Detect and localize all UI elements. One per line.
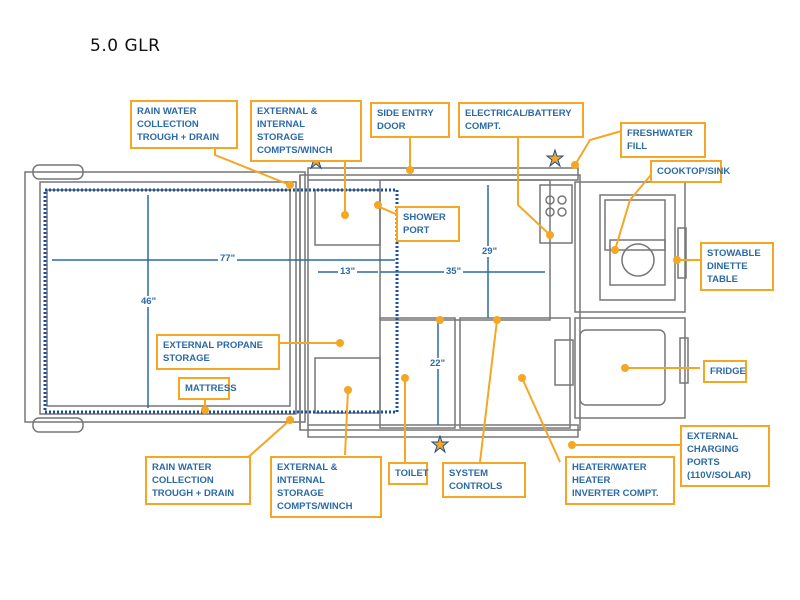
dimension-35: 35" — [444, 266, 464, 277]
label-heater: HEATER/WATER HEATER INVERTER COMPT. — [565, 456, 675, 505]
dimension-22: 22" — [428, 358, 448, 369]
label-system: SYSTEM CONTROLS — [442, 462, 526, 498]
label-shower: SHOWER PORT — [396, 206, 460, 242]
dimension-lines — [52, 185, 545, 425]
label-electrical: ELECTRICAL/BATTERY COMPT. — [458, 102, 584, 138]
dimension-29: 29" — [480, 246, 500, 257]
mattress-outline — [43, 188, 399, 414]
label-toilet: TOILET — [388, 462, 429, 485]
page-title: 5.0 GLR — [90, 36, 161, 56]
label-side-door: SIDE ENTRY DOOR — [370, 102, 450, 138]
leader-dots — [201, 161, 681, 449]
label-storage-bottom: EXTERNAL & INTERNAL STORAGE COMPTS/WINCH — [270, 456, 382, 518]
label-rain-bottom: RAIN WATER COLLECTION TROUGH + DRAIN — [145, 456, 251, 505]
label-freshwater: FRESHWATER FILL — [620, 122, 706, 158]
label-charging: EXTERNAL CHARGING PORTS (110V/SOLAR) — [680, 425, 770, 487]
label-mattress: MATTRESS — [178, 377, 237, 400]
dimension-13: 13" — [338, 266, 358, 277]
label-cooktop: COOKTOP/SINK — [650, 160, 730, 183]
label-propane: EXTERNAL PROPANE STORAGE — [156, 334, 280, 370]
trailer-outline — [24, 164, 689, 438]
leader-lines — [204, 125, 700, 463]
label-dinette: STOWABLE DINETTE TABLE — [700, 242, 774, 291]
label-storage-top: EXTERNAL & INTERNAL STORAGE COMPTS/WINCH — [250, 100, 362, 162]
label-rain-top: RAIN WATER COLLECTION TROUGH + DRAIN — [130, 100, 238, 149]
dimension-46: 46" — [139, 296, 159, 307]
label-fridge: FRIDGE — [703, 360, 747, 383]
dimension-77: 77" — [218, 253, 238, 264]
